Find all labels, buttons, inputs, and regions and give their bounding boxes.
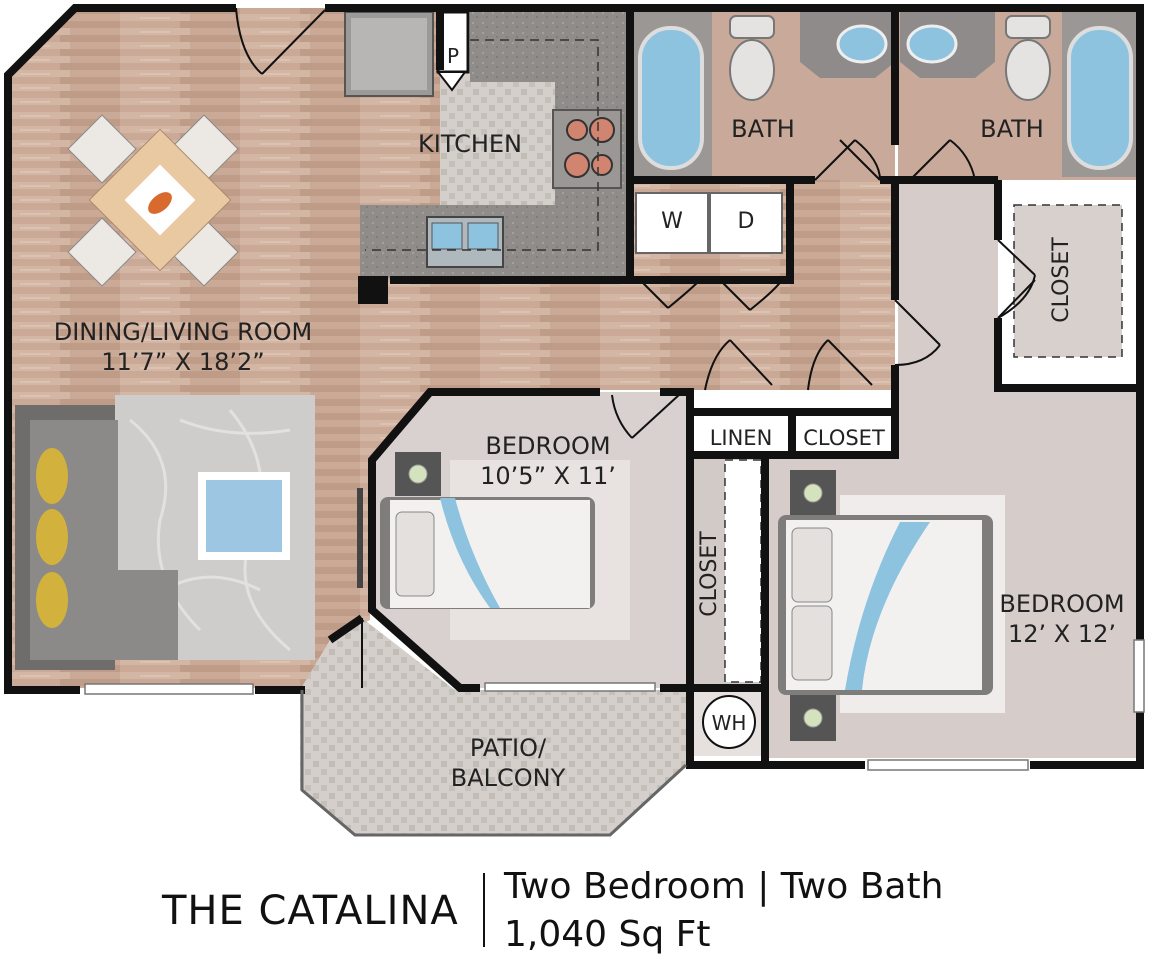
bed-1 <box>380 497 595 609</box>
plan-name: THE CATALINA <box>162 888 459 934</box>
bed-2 <box>778 515 993 695</box>
sofa <box>15 405 178 670</box>
washer <box>635 192 709 254</box>
bath-1-label: BATH <box>731 115 795 143</box>
dining-living-size: 11’7” X 18’2” <box>101 348 264 376</box>
patio-label-line2: BALCONY <box>451 764 566 792</box>
hall-closet-label: CLOSET <box>803 426 885 450</box>
linen-label: LINEN <box>710 426 773 450</box>
floor-plan-drawing: KITCHEN P BATH BATH W D DINING/LIVING RO… <box>4 4 1145 837</box>
washer-label: W <box>661 209 683 234</box>
kitchen-label: KITCHEN <box>418 130 522 158</box>
footer-divider <box>483 873 485 947</box>
unit-type: Two Bedroom | Two Bath <box>504 866 944 907</box>
walls <box>4 4 1144 769</box>
dryer <box>709 192 783 254</box>
bath-2-label: BATH <box>980 115 1044 143</box>
unit-area: 1,040 Sq Ft <box>504 914 711 955</box>
bedroom-1-closet-label: CLOSET <box>697 531 722 617</box>
dining-table <box>67 114 239 287</box>
bedroom-1-size: 10’5” X 11’ <box>480 462 616 490</box>
kitchen-counter <box>360 12 630 278</box>
bedroom-2-size: 12’ X 12’ <box>1008 620 1116 648</box>
bedroom-2-label: BEDROOM <box>999 590 1124 618</box>
dryer-label: D <box>738 209 755 234</box>
patio-label-line1: PATIO/ <box>470 734 547 762</box>
water-heater <box>702 695 756 749</box>
pantry-label: P <box>447 44 459 68</box>
dining-living-label: DINING/LIVING ROOM <box>54 318 313 346</box>
doors <box>235 7 1036 688</box>
water-heater-label: WH <box>712 711 747 735</box>
patio-floor <box>300 618 690 835</box>
bedroom-1-label: BEDROOM <box>485 432 610 460</box>
master-closet-label: CLOSET <box>1049 237 1074 323</box>
